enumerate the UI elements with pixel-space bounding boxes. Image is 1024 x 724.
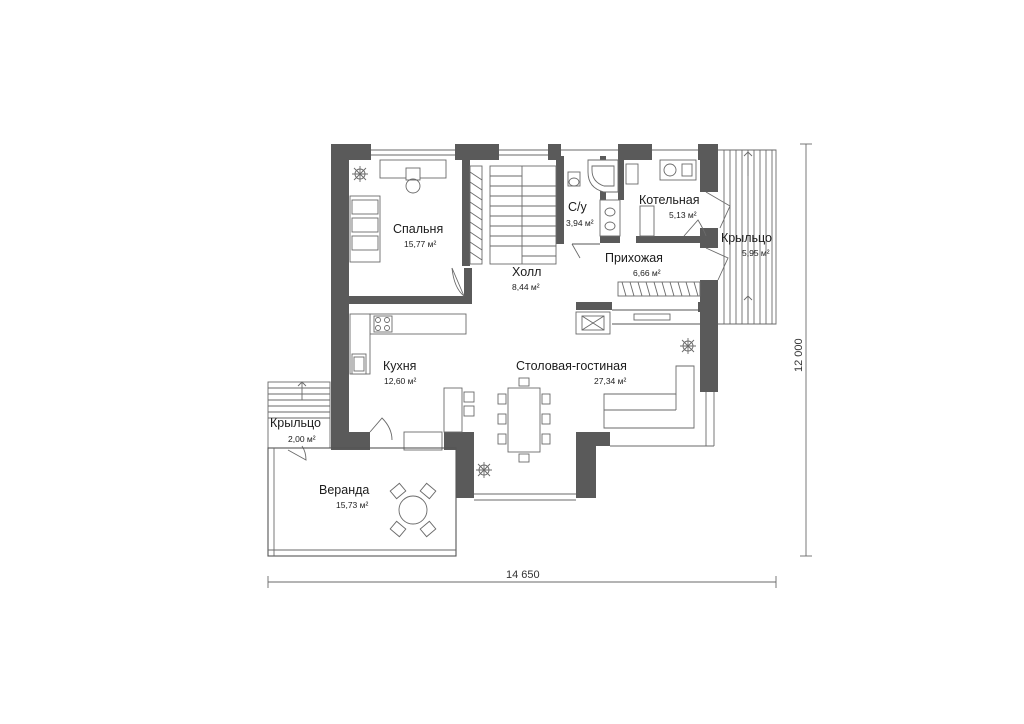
room-name-porch-right: Крыльцо (721, 231, 772, 245)
room-name-boiler: Котельная (639, 193, 700, 207)
room-area-veranda: 15,73 м² (336, 500, 368, 510)
room-area-kitchen: 12,60 м² (384, 376, 416, 386)
room-area-hall: 8,44 м² (512, 282, 540, 292)
plant-icon (352, 166, 368, 182)
dimension-lines (267, 143, 812, 588)
interior-lines (287, 149, 731, 501)
plant-icon (476, 462, 492, 478)
room-name-veranda: Веранда (319, 483, 369, 497)
room-area-living: 27,34 м² (594, 376, 626, 386)
room-name-hall: Холл (512, 265, 541, 279)
room-area-porch-left: 2,00 м² (288, 434, 316, 444)
room-name-bedroom: Спальня (393, 222, 443, 236)
room-area-boiler: 5,13 м² (669, 210, 697, 220)
room-name-kitchen: Кухня (383, 359, 416, 373)
dimension-height: 12 000 (793, 338, 805, 372)
room-area-entrance: 6,66 м² (633, 268, 661, 278)
room-area-bedroom: 15,77 м² (404, 239, 436, 249)
room-area-bathroom: 3,94 м² (566, 218, 594, 228)
plant-icon (680, 338, 696, 354)
dimension-width: 14 650 (506, 569, 540, 581)
veranda (267, 447, 457, 557)
stair-treads (490, 175, 556, 257)
room-name-bathroom: С/у (568, 200, 588, 214)
room-name-entrance: Прихожая (605, 251, 663, 265)
room-area-porch-right: 5,95 м² (742, 248, 770, 258)
walls (331, 144, 718, 498)
right-porch (718, 149, 777, 325)
room-name-porch-left: Крыльцо (270, 416, 321, 430)
room-name-living: Столовая-гостиная (516, 359, 627, 373)
